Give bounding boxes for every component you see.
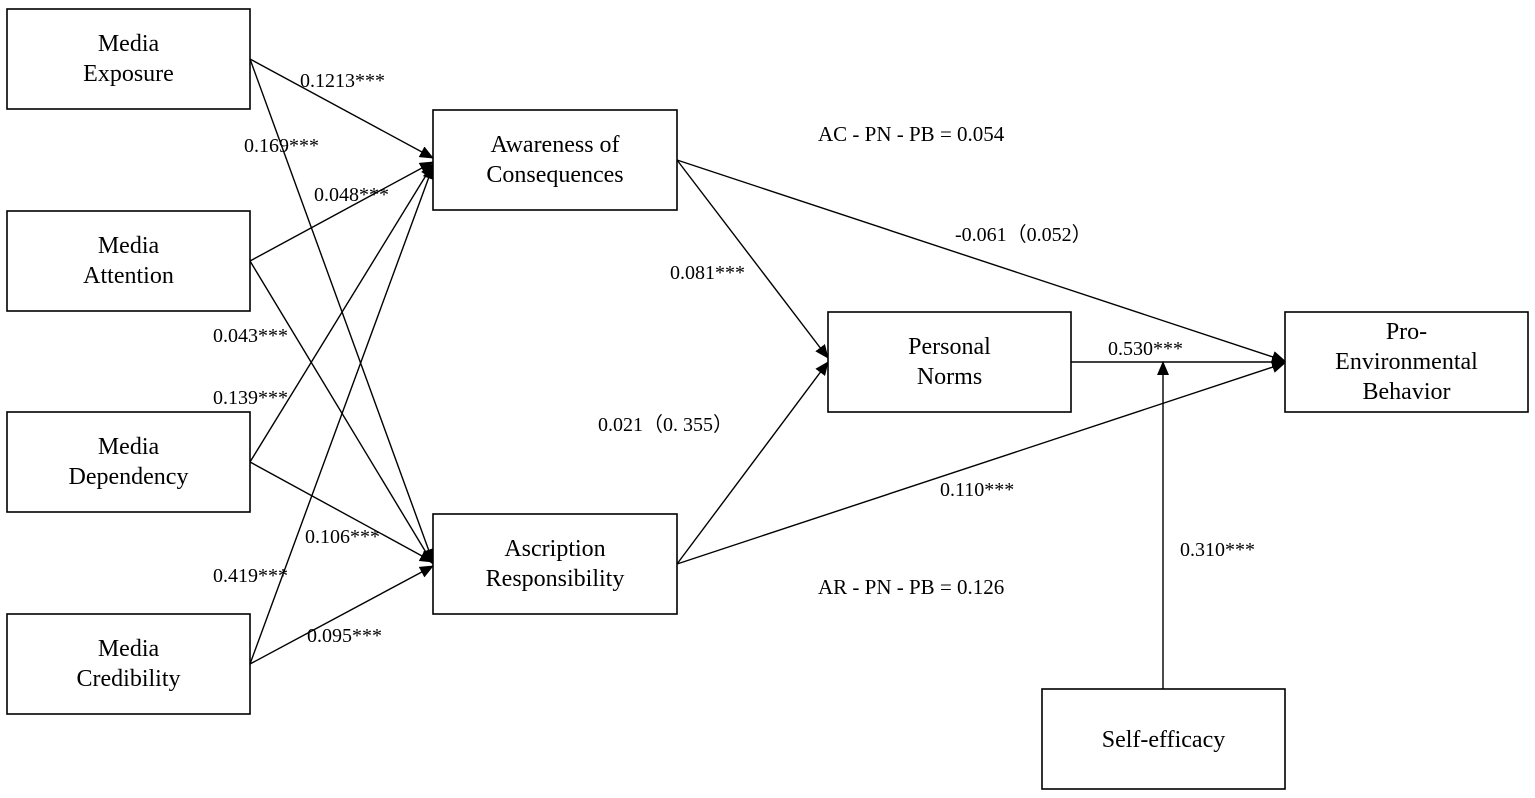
coef-self-efficacy-moderation: 0.310*** bbox=[1180, 539, 1255, 561]
node-media-attention: Media Attention bbox=[6, 210, 251, 312]
node-media-attention-box bbox=[6, 210, 251, 312]
node-ascription-label-2: Responsibility bbox=[486, 566, 625, 592]
node-pro-env-label-1: Pro- bbox=[1386, 319, 1427, 345]
coef-exposure-awareness: 0.1213*** bbox=[300, 70, 385, 92]
node-personal-norms-box bbox=[827, 311, 1072, 413]
node-awareness-box bbox=[432, 109, 678, 211]
node-media-attention-label-2: Attention bbox=[83, 263, 174, 289]
node-awareness-label-2: Consequences bbox=[486, 162, 623, 188]
edges bbox=[249, 58, 1286, 689]
edge-ascription-norms bbox=[676, 361, 829, 565]
coef-ascription-behavior: 0.110*** bbox=[940, 479, 1014, 501]
node-pro-env-box bbox=[1284, 311, 1529, 413]
node-media-attention-label-1: Media bbox=[98, 233, 160, 259]
edge-dependency-awareness bbox=[249, 163, 434, 463]
edge-awareness-behavior bbox=[676, 159, 1286, 363]
effect-ar-pn-pb: AR - PN - PB = 0.126 bbox=[818, 575, 1004, 599]
coef-credibility-awareness: 0.419*** bbox=[213, 565, 288, 587]
coef-exposure-ascription: 0.169*** bbox=[244, 135, 319, 157]
coef-dependency-ascription: 0.106*** bbox=[305, 526, 380, 548]
node-awareness-of-consequences: Awareness of Consequences bbox=[432, 109, 678, 211]
node-pro-environmental-behavior: Pro- Environmental Behavior bbox=[1284, 311, 1529, 413]
edge-dependency-ascription bbox=[249, 461, 434, 563]
node-self-efficacy: Self-efficacy bbox=[1041, 688, 1286, 790]
node-media-credibility-box bbox=[6, 613, 251, 715]
edge-ascription-behavior bbox=[676, 361, 1286, 565]
node-media-dependency-label-2: Dependency bbox=[69, 464, 189, 490]
coef-dependency-awareness: 0.139*** bbox=[213, 387, 288, 409]
node-media-dependency-box bbox=[6, 411, 251, 513]
node-media-exposure-box bbox=[6, 8, 251, 110]
node-media-dependency-label-1: Media bbox=[98, 434, 160, 460]
coef-norms-behavior: 0.530*** bbox=[1108, 338, 1183, 360]
node-pro-env-label-3: Behavior bbox=[1363, 379, 1451, 405]
node-self-efficacy-box bbox=[1041, 688, 1286, 790]
node-media-credibility: Media Credibility bbox=[6, 613, 251, 715]
node-self-efficacy-label: Self-efficacy bbox=[1102, 727, 1225, 753]
node-personal-norms-label-1: Personal bbox=[908, 334, 991, 360]
coef-awareness-behavior: -0.061（0.052） bbox=[955, 223, 1092, 246]
node-personal-norms-label-2: Norms bbox=[917, 364, 982, 390]
edge-attention-awareness bbox=[249, 161, 434, 262]
edge-credibility-awareness bbox=[249, 165, 435, 665]
node-ascription-box bbox=[432, 513, 678, 615]
coef-attention-ascription: 0.043*** bbox=[213, 325, 288, 347]
node-ascription-label-1: Ascription bbox=[504, 536, 605, 562]
node-media-exposure-label-1: Media bbox=[98, 31, 160, 57]
coefficient-labels: 0.1213*** 0.169*** 0.048*** 0.043*** 0.1… bbox=[213, 70, 1255, 647]
indirect-effects: AC - PN - PB = 0.054 AR - PN - PB = 0.12… bbox=[818, 122, 1005, 599]
coef-ascription-norms: 0.021（0. 355） bbox=[598, 413, 733, 436]
node-ascription-responsibility: Ascription Responsibility bbox=[432, 513, 678, 615]
coef-credibility-ascription: 0.095*** bbox=[307, 625, 382, 647]
edge-exposure-awareness bbox=[249, 58, 434, 159]
coef-awareness-norms: 0.081*** bbox=[670, 262, 745, 284]
edge-attention-ascription bbox=[249, 260, 434, 565]
node-media-dependency: Media Dependency bbox=[6, 411, 251, 513]
edge-credibility-ascription bbox=[249, 565, 434, 665]
node-awareness-label-1: Awareness of bbox=[490, 132, 619, 158]
edge-awareness-norms bbox=[676, 159, 829, 359]
node-media-credibility-label-1: Media bbox=[98, 636, 160, 662]
coef-attention-awareness: 0.048*** bbox=[314, 184, 389, 206]
node-pro-env-label-2: Environmental bbox=[1335, 349, 1478, 375]
effect-ac-pn-pb: AC - PN - PB = 0.054 bbox=[818, 122, 1005, 146]
node-media-credibility-label-2: Credibility bbox=[77, 666, 181, 692]
node-media-exposure: Media Exposure bbox=[6, 8, 251, 110]
node-media-exposure-label-2: Exposure bbox=[83, 61, 174, 87]
edge-exposure-ascription bbox=[249, 58, 435, 563]
node-personal-norms: Personal Norms bbox=[827, 311, 1072, 413]
